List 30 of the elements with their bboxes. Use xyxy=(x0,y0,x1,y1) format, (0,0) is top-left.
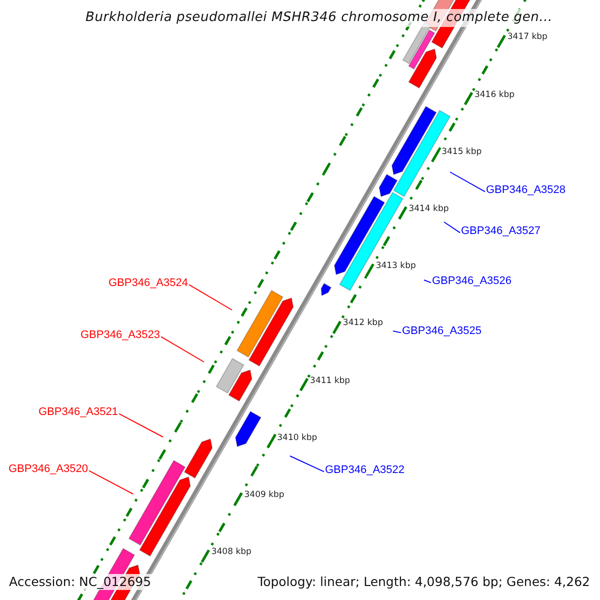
gene-label: GBP346_A3521 xyxy=(38,405,118,419)
scale-label: 3408 kbp xyxy=(211,547,252,558)
scale-label: 3414 kbp xyxy=(408,204,449,215)
leader-line xyxy=(424,280,432,284)
gene-label: GBP346_A3524 xyxy=(108,276,188,290)
scale-label: 3411 kbp xyxy=(310,376,350,387)
scale-label: 3417 kbp xyxy=(507,32,548,44)
leader-line xyxy=(450,172,486,192)
gene-label: GBP346_A3527 xyxy=(461,224,541,238)
gene-label: GBP346_A3525 xyxy=(402,324,482,338)
scale-label: 3416 kbp xyxy=(474,90,515,101)
scale-label: 3412 kbp xyxy=(342,318,383,330)
gene-label: GBP346_A3528 xyxy=(486,183,566,197)
scale-label: 3415 kbp xyxy=(442,146,482,158)
leader-line xyxy=(88,470,134,494)
scale-label: 3409 kbp xyxy=(244,490,284,501)
leader-line xyxy=(160,336,204,362)
gene-label: GBP346_A3522 xyxy=(325,463,405,477)
gene-label: GBP346_A3520 xyxy=(8,462,88,476)
leader-line xyxy=(188,284,232,310)
gene-label: GBP346_A3526 xyxy=(432,274,512,288)
leader-line xyxy=(392,330,402,334)
info-text: Topology: linear; Length: 4,098,576 bp; Genes: 4,262 xyxy=(256,574,592,590)
leader-line xyxy=(118,413,164,438)
scale-label: 3410 kbp xyxy=(277,432,318,444)
info-text: Accession: NC_012695 xyxy=(7,574,154,590)
leader-line xyxy=(444,222,460,234)
gene-label: GBP346_A3523 xyxy=(80,328,160,342)
scale-label: 3413 kbp xyxy=(376,261,416,272)
leader-line xyxy=(290,456,324,472)
